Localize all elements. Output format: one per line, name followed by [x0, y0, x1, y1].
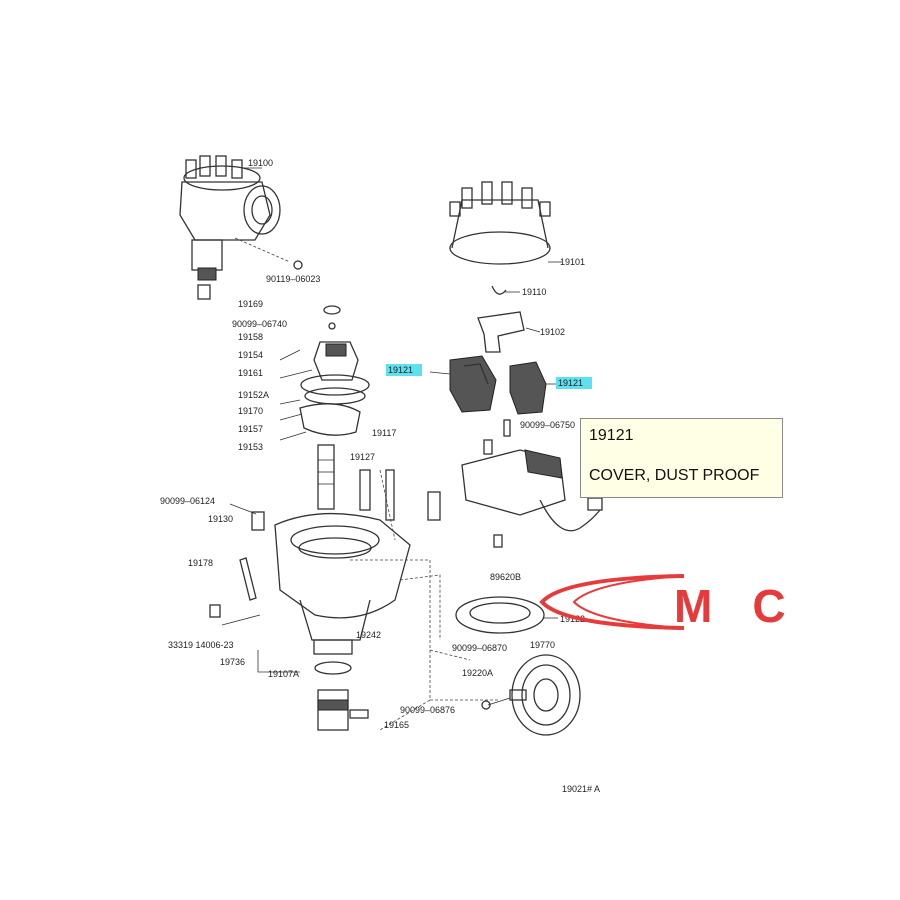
label-19178: 19178	[188, 558, 213, 568]
distributor-cap-drawing	[449, 181, 562, 295]
label-89620B: 89620B	[490, 572, 521, 582]
label-19117: 19117	[372, 428, 396, 438]
label-19153: 19153	[238, 442, 263, 452]
tooltip-part-number: 19121	[589, 427, 634, 444]
tooltip-part-description: COVER, DUST PROOF	[589, 467, 760, 484]
label-19122: 19122	[560, 614, 585, 624]
label-90099-06740: 90099–06740	[232, 319, 287, 329]
label-90099-06876: 90099–06876	[400, 705, 455, 715]
label-19736: 19736	[220, 657, 245, 667]
label-19154: 19154	[238, 350, 263, 360]
label-19107A: 19107A	[268, 669, 299, 679]
label-19158: 19158	[238, 332, 263, 342]
igniter-assembly-drawing	[427, 419, 603, 548]
rotor-drawing	[477, 311, 541, 353]
label-19102: 19102	[540, 327, 565, 337]
label-19157: 19157	[238, 424, 263, 434]
label-19161: 19161	[238, 368, 263, 378]
diagram-reference: 19021# A	[562, 784, 600, 794]
label-19242: 19242	[356, 630, 381, 640]
distributor-exploded-left-drawing	[209, 305, 411, 731]
label-19110: 19110	[522, 287, 546, 297]
cmc-watermark-logo: MC	[539, 574, 826, 632]
highlight-19121-left	[386, 364, 422, 376]
label-33319-14006-23: 33319 14006-23	[168, 640, 234, 650]
signal-rotor-drawing	[455, 596, 558, 634]
label-19130: 19130	[208, 514, 233, 524]
label-19121-right: 19121	[558, 378, 583, 388]
label-19100: 19100	[248, 158, 273, 168]
connection-dashed-lines	[350, 469, 500, 731]
part-number-labels: 19100 90119–06023 19169 90099–06740 1915…	[160, 158, 600, 794]
dust-proof-covers-drawing	[429, 355, 558, 415]
label-90099-06124: 90099–06124	[160, 496, 215, 506]
label-19220A: 19220A	[462, 668, 493, 678]
label-19170: 19170	[238, 406, 263, 416]
label-19165: 19165	[384, 720, 409, 730]
label-19169: 19169	[238, 299, 263, 309]
label-19127: 19127	[350, 452, 375, 462]
label-90099-06750: 90099–06750	[520, 420, 575, 430]
label-19121-left: 19121	[388, 365, 413, 375]
label-90099-06870: 90099–06870	[452, 643, 507, 653]
part-tooltip: 19121 COVER, DUST PROOF	[580, 418, 783, 498]
watermark-letters: MC	[674, 580, 826, 632]
label-90119-06023: 90119–06023	[266, 274, 320, 284]
governor-vacuum-unit-drawing	[481, 654, 581, 736]
highlight-19121-right	[556, 377, 592, 389]
label-19101: 19101	[560, 257, 585, 267]
distributor-assembly-drawing	[179, 155, 303, 300]
label-19770: 19770	[530, 640, 555, 650]
label-19152A: 19152A	[238, 390, 269, 400]
